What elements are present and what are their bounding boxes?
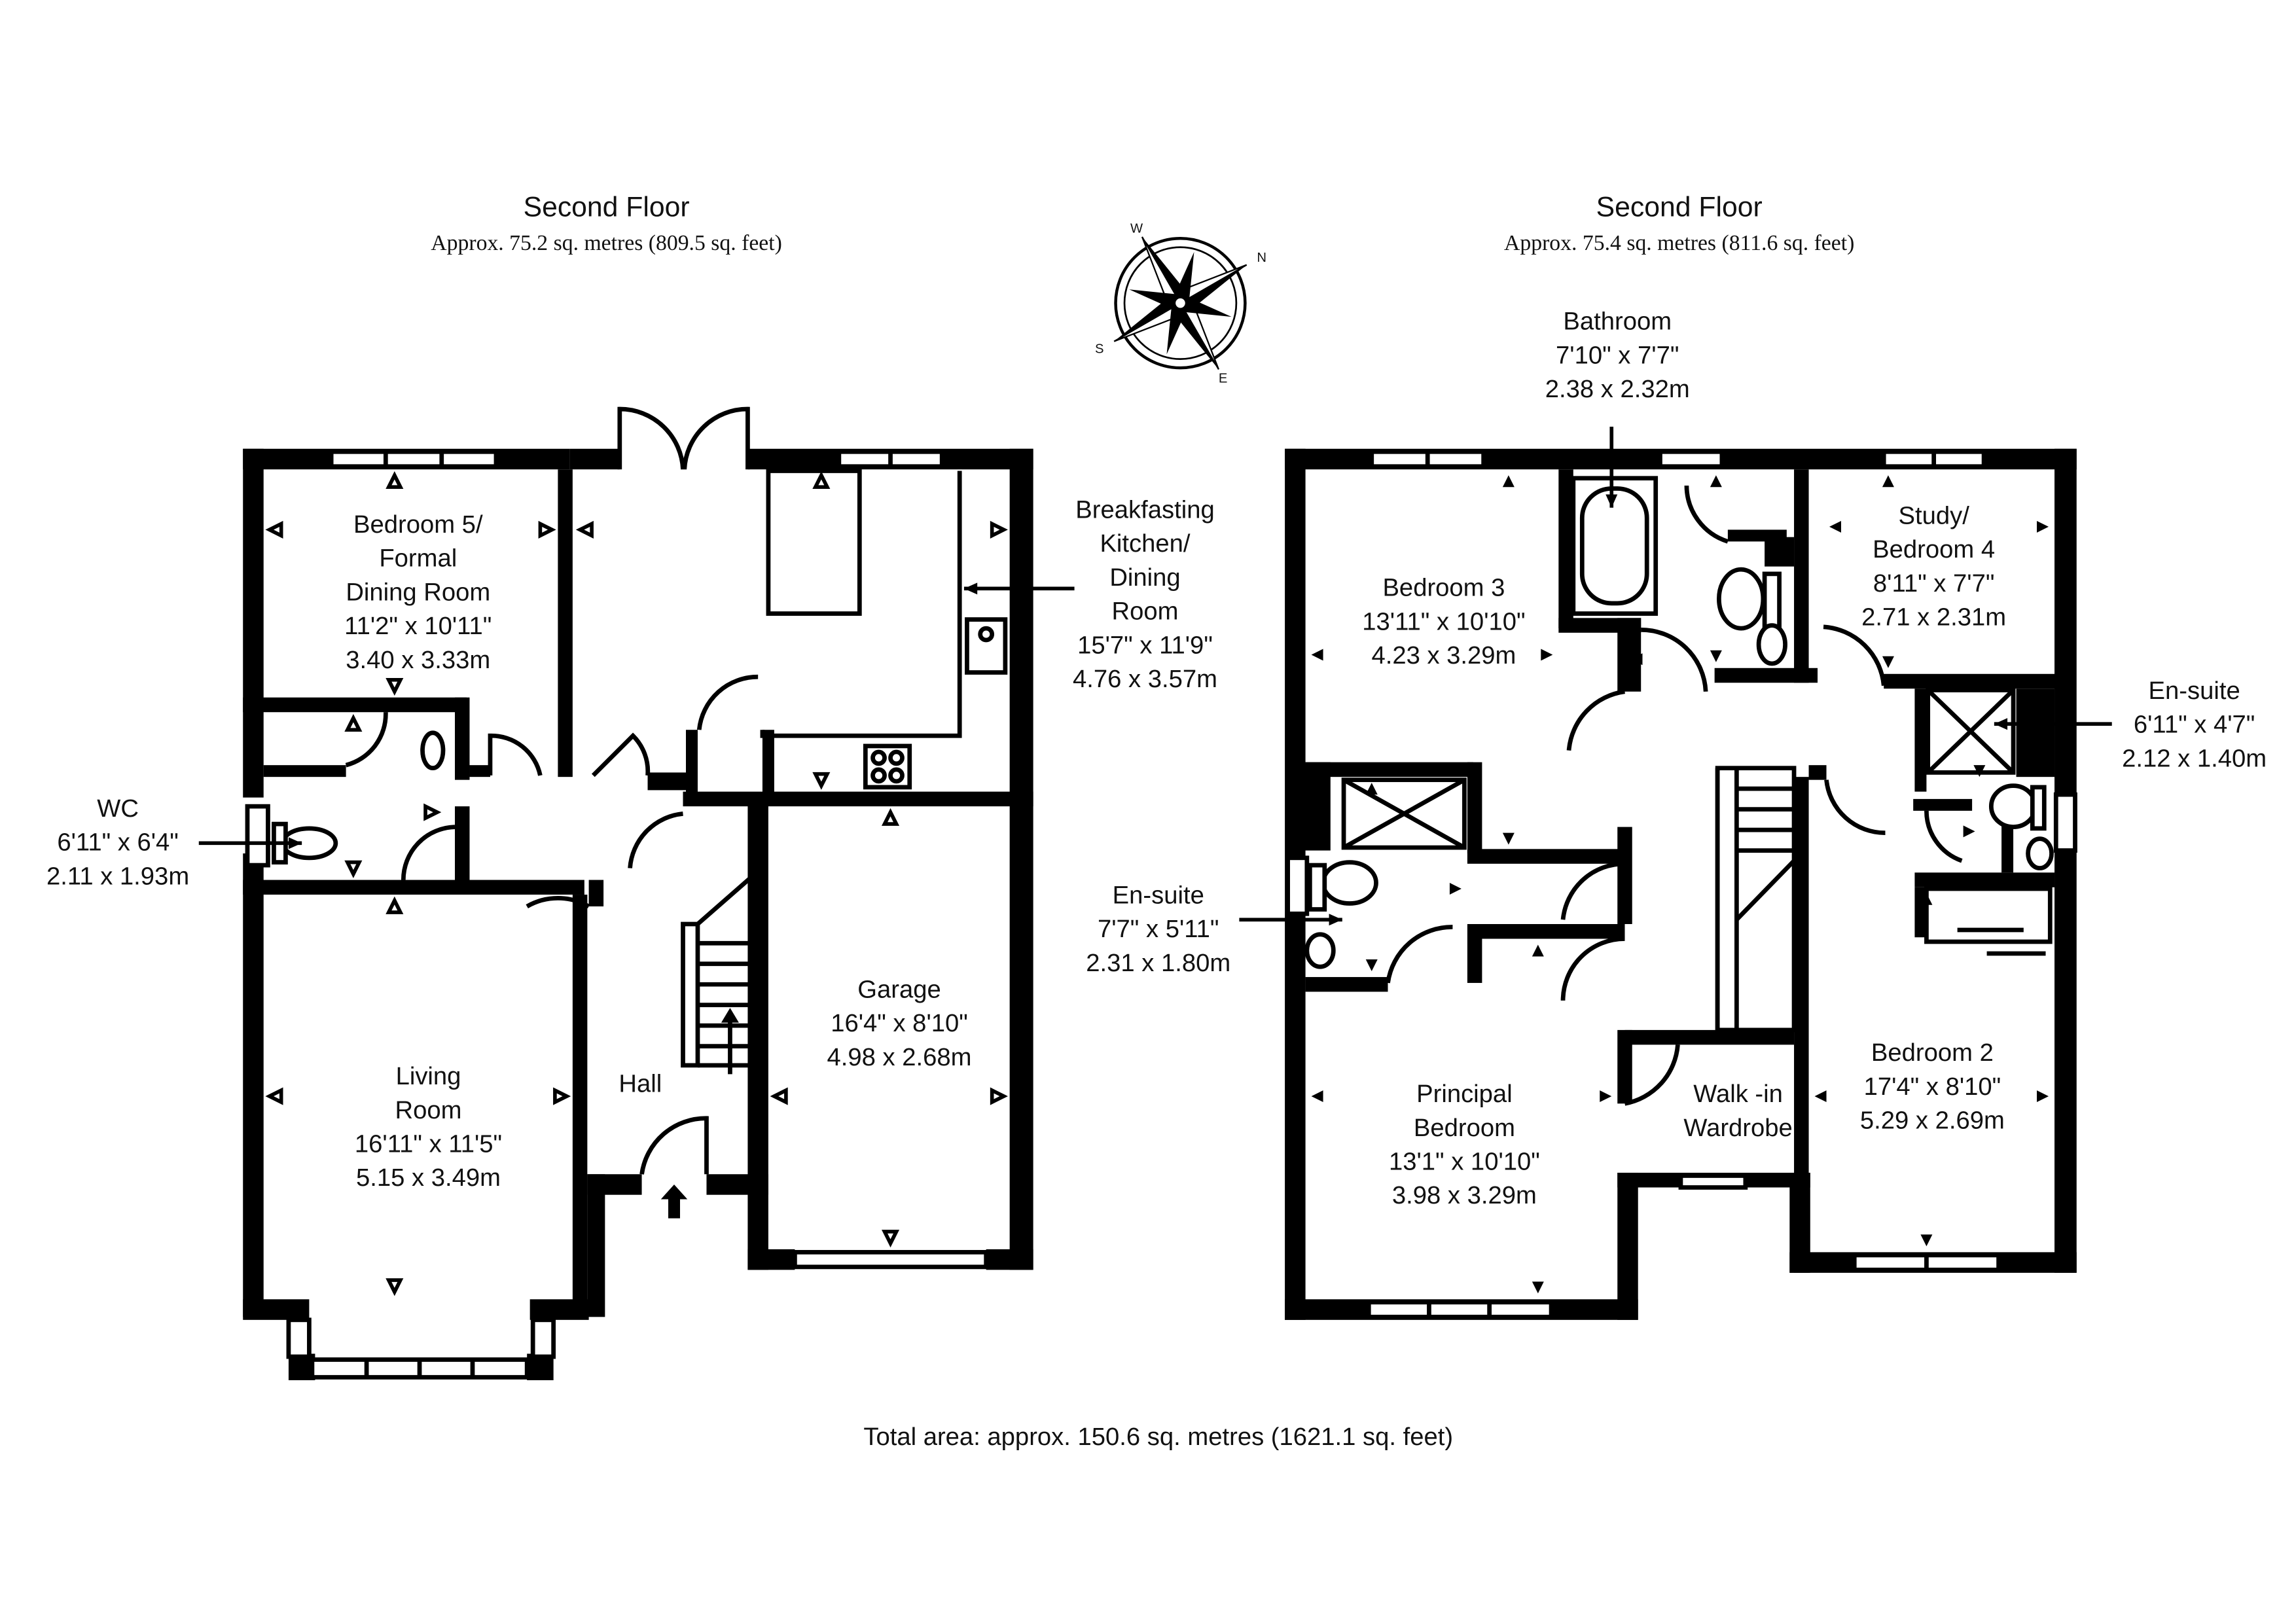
svg-text:16'4" x 8'10": 16'4" x 8'10" bbox=[831, 1009, 968, 1037]
floor-heading-right: Second Floor Approx. 75.4 sq. metres (81… bbox=[1504, 192, 1854, 256]
floor-heading-left: Second Floor Approx. 75.2 sq. metres (80… bbox=[431, 192, 782, 256]
entrance-arrow-icon bbox=[660, 1184, 688, 1219]
svg-text:16'11" x 11'5": 16'11" x 11'5" bbox=[355, 1130, 502, 1158]
svg-text:Room: Room bbox=[395, 1096, 462, 1124]
room-bathroom-label: Bathroom 7'10" x 7'7" 2.38 x 2.32m bbox=[1545, 308, 1690, 403]
floor-title-right: Second Floor bbox=[1596, 192, 1763, 223]
svg-text:4.98 x 2.68m: 4.98 x 2.68m bbox=[827, 1043, 972, 1071]
svg-text:2.38 x 2.32m: 2.38 x 2.32m bbox=[1545, 375, 1690, 403]
compass-w: W bbox=[1130, 221, 1143, 236]
svg-text:4.23 x 3.29m: 4.23 x 3.29m bbox=[1371, 641, 1516, 669]
right-floor-windows bbox=[1366, 449, 2001, 1319]
room-kitchen-label: Breakfasting Kitchen/ Dining Room 15'7" … bbox=[1073, 495, 1217, 693]
right-floor-dimension-arrows bbox=[1239, 427, 2112, 1294]
compass-e: E bbox=[1219, 372, 1228, 386]
svg-text:7'7" x 5'11": 7'7" x 5'11" bbox=[1098, 915, 1219, 943]
floor-area-left: Approx. 75.2 sq. metres (809.5 sq. feet) bbox=[431, 231, 782, 255]
room-bedroom5-label: Bedroom 5/ Formal Dining Room 11'2" x 10… bbox=[344, 510, 492, 674]
right-floor-walls bbox=[1285, 448, 2077, 1320]
room-walkin-label: Walk -in Wardrobe bbox=[1683, 1080, 1792, 1142]
svg-text:WC: WC bbox=[97, 794, 139, 823]
left-floor-dimension-arrows bbox=[198, 471, 1075, 1296]
room-living-label: Living Room 16'11" x 11'5" 5.15 x 3.49m bbox=[355, 1062, 502, 1192]
svg-text:Bedroom 3: Bedroom 3 bbox=[1382, 574, 1505, 602]
svg-text:Kitchen/: Kitchen/ bbox=[1100, 529, 1190, 558]
right-floor-doors bbox=[1386, 485, 1963, 1106]
svg-text:Bathroom: Bathroom bbox=[1563, 308, 1672, 336]
svg-text:Breakfasting: Breakfasting bbox=[1075, 495, 1214, 524]
stair-treads bbox=[697, 940, 757, 1048]
svg-text:Principal: Principal bbox=[1416, 1080, 1513, 1108]
svg-text:2.71 x 2.31m: 2.71 x 2.31m bbox=[1861, 603, 2006, 632]
svg-text:13'1" x 10'10": 13'1" x 10'10" bbox=[1389, 1147, 1540, 1175]
room-wc-label: WC 6'11" x 6'4" 2.11 x 1.93m bbox=[46, 794, 189, 890]
svg-text:Wardrobe: Wardrobe bbox=[1683, 1114, 1792, 1142]
svg-text:4.76 x 3.57m: 4.76 x 3.57m bbox=[1073, 665, 1217, 693]
svg-text:13'11" x 10'10": 13'11" x 10'10" bbox=[1362, 607, 1525, 635]
room-garage-label: Garage 16'4" x 8'10" 4.98 x 2.68m bbox=[827, 975, 972, 1071]
svg-text:Dining: Dining bbox=[1109, 563, 1180, 592]
svg-text:Living: Living bbox=[396, 1062, 461, 1090]
svg-text:2.12 x 1.40m: 2.12 x 1.40m bbox=[2122, 744, 2267, 772]
svg-text:5.15 x 3.49m: 5.15 x 3.49m bbox=[356, 1164, 501, 1192]
svg-text:15'7" x 11'9": 15'7" x 11'9" bbox=[1077, 631, 1213, 659]
svg-text:Hall: Hall bbox=[619, 1069, 662, 1097]
svg-text:En-suite: En-suite bbox=[1113, 882, 1204, 910]
floor-area-right: Approx. 75.4 sq. metres (811.6 sq. feet) bbox=[1504, 231, 1854, 255]
svg-text:En-suite: En-suite bbox=[2149, 677, 2240, 705]
left-floor-fixtures bbox=[245, 469, 1008, 1219]
room-ensuite1-label: En-suite 6'11" x 4'7" 2.12 x 1.40m bbox=[2122, 677, 2267, 772]
svg-text:Garage: Garage bbox=[857, 975, 941, 1003]
left-floor-windows bbox=[286, 449, 989, 1380]
svg-text:11'2" x 10'11": 11'2" x 10'11" bbox=[344, 612, 492, 640]
compass-n: N bbox=[1257, 251, 1266, 265]
svg-text:3.98 x 3.29m: 3.98 x 3.29m bbox=[1392, 1181, 1537, 1209]
compass-s: S bbox=[1095, 342, 1103, 357]
svg-text:Room: Room bbox=[1112, 597, 1179, 626]
svg-text:Bedroom 4: Bedroom 4 bbox=[1873, 535, 1995, 563]
room-bedroom3-label: Bedroom 3 13'11" x 10'10" 4.23 x 3.29m bbox=[1362, 574, 1525, 669]
floor-title-left: Second Floor bbox=[524, 192, 690, 223]
svg-text:Walk -in: Walk -in bbox=[1693, 1080, 1783, 1108]
right-floor-fixtures bbox=[1285, 476, 2077, 1033]
svg-text:Bedroom 5/: Bedroom 5/ bbox=[353, 510, 483, 539]
left-floor-doors bbox=[345, 406, 759, 1175]
svg-text:5.29 x 2.69m: 5.29 x 2.69m bbox=[1860, 1107, 2005, 1135]
svg-text:Dining Room: Dining Room bbox=[346, 578, 490, 606]
svg-text:8'11" x 7'7": 8'11" x 7'7" bbox=[1873, 569, 1995, 597]
svg-text:Bedroom: Bedroom bbox=[1414, 1114, 1515, 1142]
svg-text:7'10" x 7'7": 7'10" x 7'7" bbox=[1556, 341, 1679, 369]
compass-rose-icon: N S E W bbox=[1095, 221, 1266, 386]
svg-text:2.31 x 1.80m: 2.31 x 1.80m bbox=[1086, 949, 1230, 977]
room-study-label: Study/ Bedroom 4 8'11" x 7'7" 2.71 x 2.3… bbox=[1861, 501, 2006, 631]
svg-text:Bedroom 2: Bedroom 2 bbox=[1871, 1039, 1994, 1067]
room-principal-label: Principal Bedroom 13'1" x 10'10" 3.98 x … bbox=[1389, 1080, 1540, 1209]
total-area: Total area: approx. 150.6 sq. metres (16… bbox=[863, 1423, 1453, 1451]
svg-text:Formal: Formal bbox=[379, 544, 457, 573]
room-hall-label: Hall bbox=[619, 1069, 662, 1097]
svg-text:Study/: Study/ bbox=[1898, 501, 1969, 529]
svg-text:2.11 x 1.93m: 2.11 x 1.93m bbox=[46, 862, 189, 890]
svg-text:6'11" x 4'7": 6'11" x 4'7" bbox=[2134, 711, 2255, 739]
svg-text:6'11" x 6'4": 6'11" x 6'4" bbox=[57, 829, 179, 857]
svg-text:3.40 x 3.33m: 3.40 x 3.33m bbox=[346, 646, 490, 674]
room-bedroom2-label: Bedroom 2 17'4" x 8'10" 5.29 x 2.69m bbox=[1860, 1039, 2005, 1134]
svg-text:17'4" x 8'10": 17'4" x 8'10" bbox=[1864, 1073, 2001, 1101]
stair-treads-upper bbox=[1736, 786, 1795, 853]
room-ensuite2-label: En-suite 7'7" x 5'11" 2.31 x 1.80m bbox=[1086, 882, 1230, 977]
